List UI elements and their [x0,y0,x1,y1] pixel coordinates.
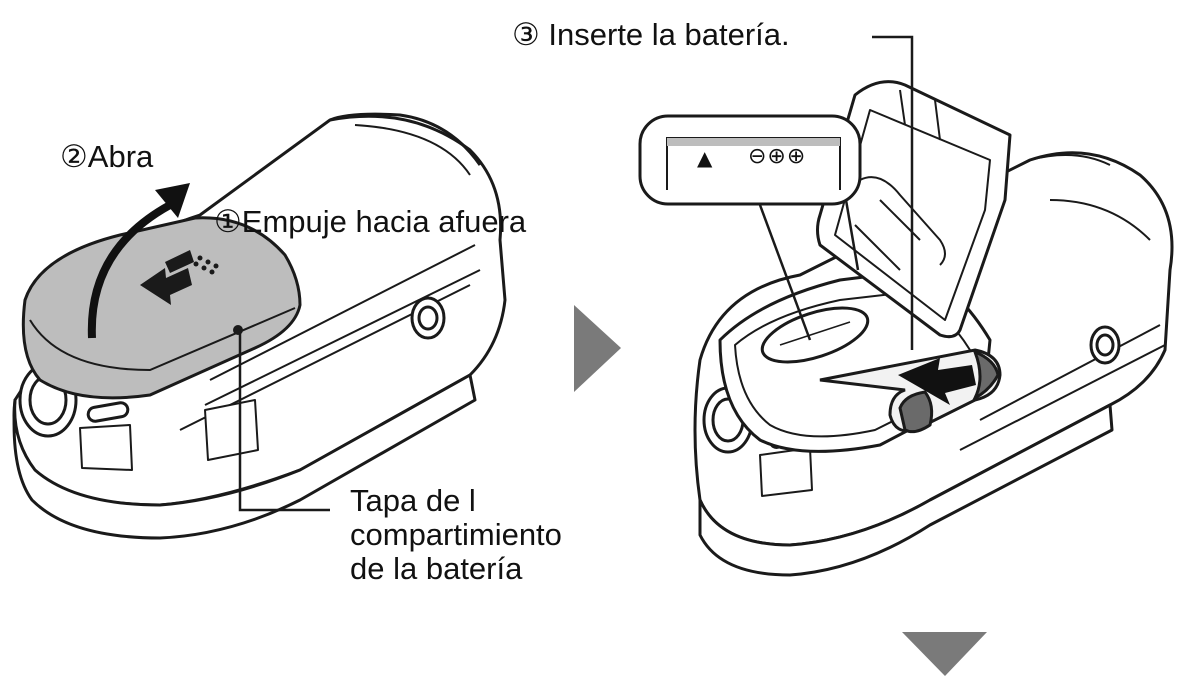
cover-leader-line [238,332,330,512]
cover-label-line3: de la batería [350,551,523,586]
insert-leader-line [872,35,914,350]
next-step-arrow-down [902,632,987,676]
cover-label-line1: Tapa de l [350,483,476,518]
step1-label: ①Empuje hacia afuera [214,204,527,239]
insert-arrow [898,358,976,405]
battery-direction-indicator: ▲ [697,146,713,170]
open-arrow [87,183,190,339]
camera-right [693,80,1174,577]
step2-label: ②Abra [60,139,154,174]
battery-cover-left [21,216,302,400]
battery-indicator-callout [638,114,862,341]
step3-label: ③ Inserte la batería. [512,17,790,52]
battery-terminal-symbols: ⊖⊕⊕ [748,144,807,169]
cover-label-line2: compartimiento [350,517,562,552]
battery-cover-label: Tapa de l compartimiento de la batería [350,484,562,586]
next-step-arrow-right [574,305,621,392]
